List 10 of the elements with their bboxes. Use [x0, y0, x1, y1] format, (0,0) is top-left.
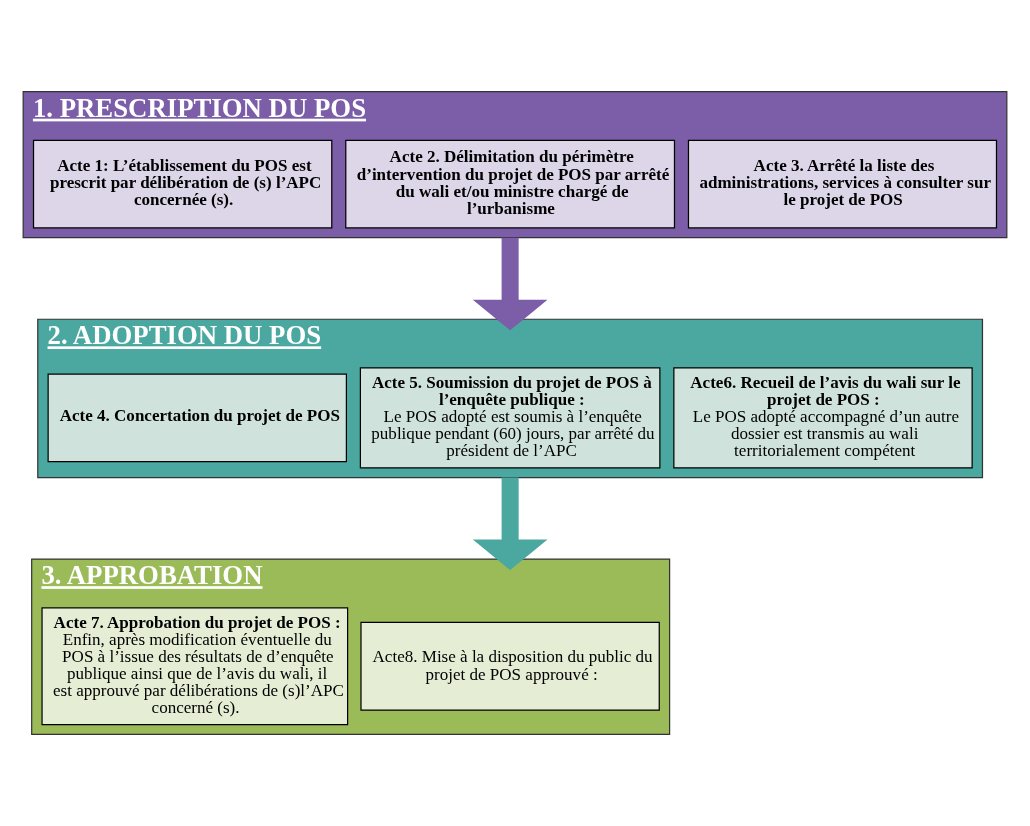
node-box: Acte 7. Approbation du projet de POS : Enfin, après modification éventuelle du POS à l’issue des résultats de d’enquête publique ainsi que de l’avis du wali, il est approuvé par délibérations de (s)l’APC concerné (s).: [41, 607, 349, 726]
arrow: [472, 477, 548, 571]
node-box: Acte 2. Délimitation du périmètre d’intervention du projet de POS par arrêté du wali et/ou ministre chargé de l’urbanisme: [345, 139, 676, 229]
arrow: [472, 237, 548, 331]
node-box: Acte 3. Arrêté la liste des administrations, services à consulter sur le projet de POS: [687, 139, 998, 229]
node-box: Acte 5. Soumission du projet de POS à l’enquête publique : Le POS adopté est soumis à l’enquête publique pendant (60) jours, par arrêté du président de l’APC: [359, 367, 661, 469]
node-box: Acte 4. Concertation du projet de POS: [47, 373, 347, 463]
node-box: Acte6. Recueil de l’avis du wali sur le projet de POS : Le POS adopté accompagné d’un autre dossier est transmis au wali territorialement compétent: [673, 367, 973, 469]
node-box: Acte8. Mise à la disposition du public du projet de POS approuvé :: [360, 621, 660, 711]
node-box: Acte 1: L’établissement du POS est prescrit par délibération de (s) l’APC concernée (s).: [32, 139, 333, 229]
